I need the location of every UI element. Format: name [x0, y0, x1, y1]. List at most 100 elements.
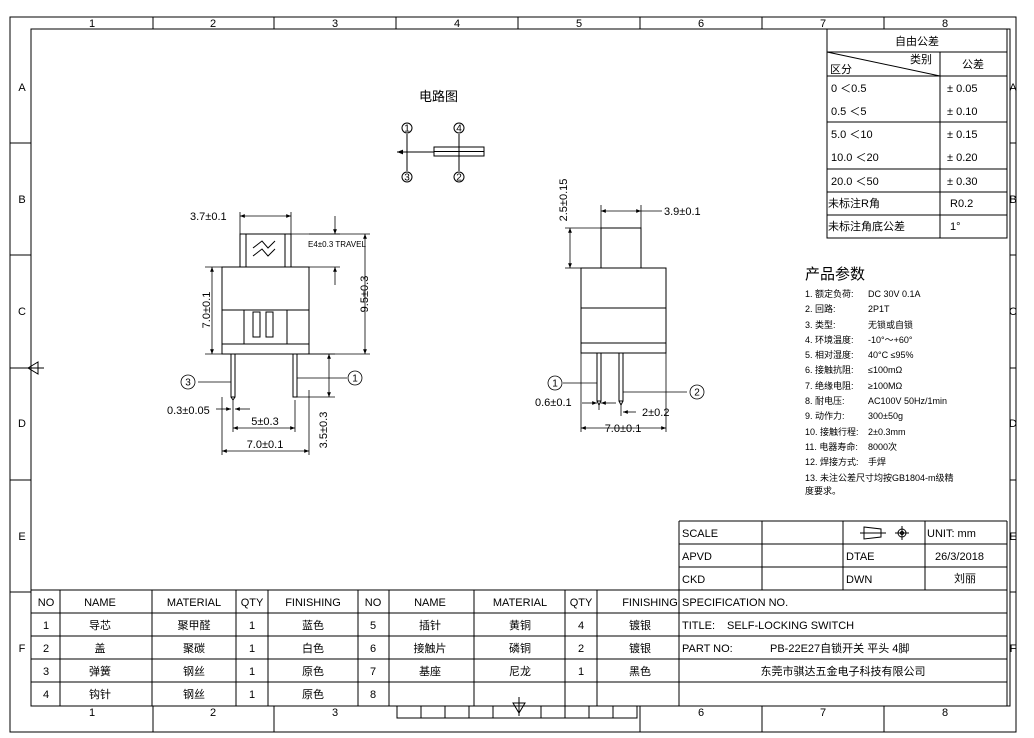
param-note-line2: 度要求。 — [805, 485, 841, 496]
param-label-11: 11. 电器寿命: — [805, 441, 858, 452]
row-label-C-right: C — [1009, 306, 1017, 318]
row-label-C: C — [18, 306, 26, 318]
col-label-8-bottom: 8 — [942, 707, 948, 719]
row-label-D: D — [18, 418, 26, 430]
bom-cell-r4-finishing: 原色 — [302, 687, 324, 701]
col-label-7-bottom: 7 — [820, 707, 826, 719]
circuit-pin-3: 3 — [404, 173, 410, 184]
row-label-F: F — [19, 643, 26, 655]
part-label: PART NO: — [682, 643, 733, 655]
unit-label: UNIT: mm — [927, 528, 976, 540]
tolerance-tol-6: R0.2 — [950, 198, 973, 210]
param-label-6: 6. 接触抗阻: — [805, 364, 854, 375]
bom-cell-r1-qty-2: 4 — [578, 620, 584, 632]
param-label-5: 5. 相对湿度: — [805, 349, 854, 360]
row-label-A-right: A — [1009, 82, 1017, 94]
tolerance-range-7: 未标注角底公差 — [828, 219, 905, 233]
callout-3-front: 3 — [185, 378, 191, 389]
date-value: 26/3/2018 — [935, 551, 984, 563]
dim-front-width: 7.0±0.1 — [247, 439, 284, 451]
bom-cell-r3-name: 弹簧 — [89, 664, 111, 678]
bom-cell-r2-finishing-2: 镀银 — [629, 641, 651, 655]
circuit-title: 电路图 — [419, 89, 458, 104]
title-block: SCALE UNIT: mm APVD DTAE 26/3/2018 CKD D… — [31, 520, 1008, 706]
param-value-4: -10°～+60° — [868, 335, 913, 345]
bom-cell-r2-qty-2: 2 — [578, 643, 584, 655]
circuit-pin-4: 4 — [456, 124, 462, 135]
ckd-label: CKD — [682, 574, 705, 586]
bom-cell-r1-no: 1 — [43, 620, 49, 632]
title-value: SELF-LOCKING SWITCH — [727, 620, 854, 632]
col-label-6: 6 — [698, 18, 704, 30]
param-value-3: 无锁或自锁 — [868, 319, 913, 330]
param-value-7: ≥100MΩ — [868, 381, 902, 391]
zone-columns-top — [152, 17, 885, 29]
bom-cell-r3-no-2: 7 — [370, 666, 376, 678]
param-value-8: AC100V 50Hz/1min — [868, 396, 947, 406]
bom-cell-r2-material-2: 磷铜 — [509, 641, 531, 655]
dim-side-width: 7.0±0.1 — [605, 423, 642, 435]
col-label-2: 2 — [210, 18, 216, 30]
bom-cell-r1-material-2: 黄铜 — [509, 618, 531, 632]
dim-front-top-width: 3.7±0.1 — [190, 211, 227, 223]
bom-cell-r3-qty-2: 1 — [578, 666, 584, 678]
bom-cell-r4-no: 4 — [43, 689, 49, 701]
zone-rows — [10, 142, 1016, 593]
bom-cell-r3-finishing: 原色 — [302, 664, 324, 678]
param-label-4: 4. 环境温度: — [805, 334, 854, 345]
row-label-B: B — [18, 194, 25, 206]
bom-cell-r2-name: 盖 — [95, 641, 106, 655]
date-label: DTAE — [846, 551, 875, 563]
tolerance-tol-5: ± 0.30 — [947, 176, 978, 188]
row-label-A: A — [18, 82, 26, 94]
side-view: 2.5±0.15 3.9±0.1 0.6±0.1 2±0.2 7.0±0.1 1… — [535, 179, 705, 435]
dim-travel: E4±0.3 TRAVEL — [308, 240, 366, 249]
title-label: TITLE: — [682, 620, 715, 632]
dim-side-pin-width: 0.6±0.1 — [535, 397, 572, 409]
col-label-3-bottom: 3 — [332, 707, 338, 719]
col-label-4: 4 — [454, 18, 460, 30]
tolerance-tol-4: ± 0.20 — [947, 152, 978, 164]
col-label-3: 3 — [332, 18, 338, 30]
bom-cell-r1-name: 导芯 — [89, 618, 111, 632]
tolerance-head-tol: 公差 — [962, 57, 984, 71]
bom-header-name: NAME — [84, 597, 116, 609]
dim-pin-pitch: 5±0.3 — [251, 416, 278, 428]
bom-cell-r2-no: 2 — [43, 643, 49, 655]
tolerance-range-1: 0 ＜0.5 — [831, 83, 866, 95]
scale-label: SCALE — [682, 528, 718, 540]
col-label-5: 5 — [576, 18, 582, 30]
bom-cell-r4-no-2: 8 — [370, 689, 376, 701]
bom-cell-r2-qty: 1 — [249, 643, 255, 655]
param-value-11: 8000次 — [868, 441, 897, 452]
col-label-8: 8 — [942, 18, 948, 30]
tolerance-head-range: 区分 — [830, 63, 852, 76]
dwn-value: 刘丽 — [954, 572, 976, 585]
callout-1-front: 1 — [352, 374, 358, 385]
bom-cell-r4-qty: 1 — [249, 689, 255, 701]
param-label-2: 2. 回路: — [805, 303, 836, 314]
bom-header-qty: QTY — [241, 597, 264, 609]
dim-side-top-width: 3.9±0.1 — [664, 206, 701, 218]
bom-table: NO NAME MATERIAL QTY FINISHING NO NAME M… — [31, 590, 679, 706]
bom-cell-r2-no-2: 6 — [370, 643, 376, 655]
param-value-5: 40°C ≤95% — [868, 350, 914, 360]
bom-header-finishing: FINISHING — [285, 597, 341, 609]
param-value-12: 手焊 — [868, 456, 886, 467]
param-label-8: 8. 耐电压: — [805, 395, 845, 406]
param-label-9: 9. 动作力: — [805, 410, 845, 421]
param-label-10: 10. 接触行程: — [805, 426, 859, 437]
bom-header-no: NO — [38, 597, 55, 609]
circuit-diagram: 电路图 1 4 3 2 — [397, 89, 485, 184]
tolerance-table: 自由公差 类别 区分 公差 0 ＜0.5 ± 0.05 0.5 ＜5 ± 0.1… — [826, 28, 1008, 239]
front-view: 3.7±0.1 E4±0.3 TRAVEL 7.0±0.1 9.5±0.3 0.… — [167, 211, 371, 455]
tolerance-head-class: 类别 — [910, 52, 932, 66]
col-label-6-bottom: 6 — [698, 707, 704, 719]
param-label-7: 7. 绝缘电阻: — [805, 380, 854, 391]
bom-cell-r4-name: 钩针 — [89, 687, 111, 701]
param-note-line1: 13. 未注公差尺寸均按GB1804-m级精 — [805, 472, 954, 483]
bom-header-finishing-2: FINISHING — [622, 597, 678, 609]
dim-side-top-height: 2.5±0.15 — [558, 179, 570, 222]
param-value-6: ≤100mΩ — [868, 365, 902, 375]
